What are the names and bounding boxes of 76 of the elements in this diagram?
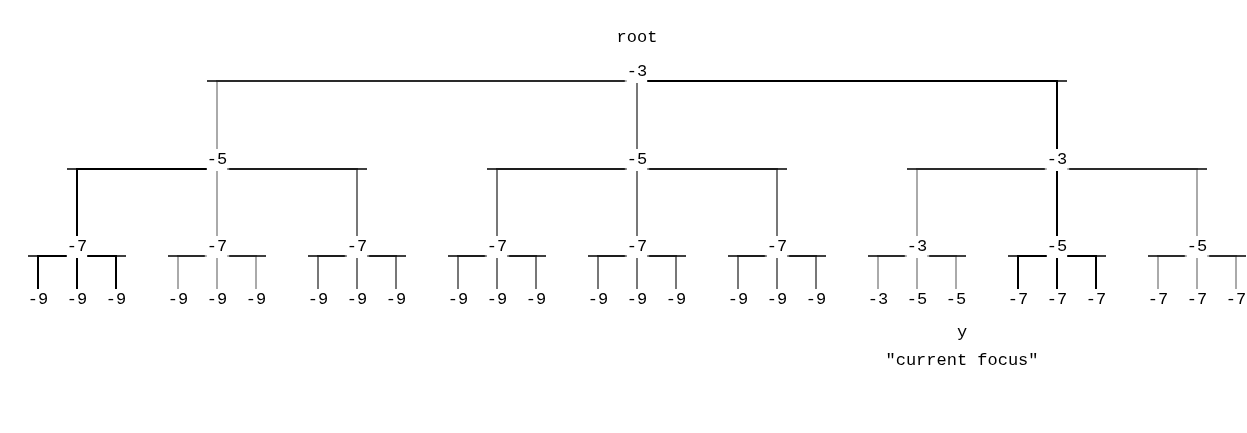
node-value: -7: [1225, 289, 1247, 311]
node-value: -5: [206, 149, 228, 171]
node-value: -9: [245, 289, 267, 311]
node-value: -9: [766, 289, 788, 311]
node-value: -7: [1007, 289, 1029, 311]
tree-branch: [1056, 257, 1058, 290]
node-value: -9: [307, 289, 329, 311]
node-value: -9: [525, 289, 547, 311]
node-value: -3: [906, 236, 928, 258]
node-value: -7: [1085, 289, 1107, 311]
tree-branch: [356, 257, 358, 290]
tree-branch: [636, 170, 638, 237]
tree-branch: [317, 255, 348, 290]
tree-branch: [76, 168, 208, 237]
variable-name: y: [956, 322, 968, 344]
tree-branch: [646, 255, 677, 290]
tree-branch: [366, 255, 397, 290]
node-value: -9: [66, 289, 88, 311]
node-value: -9: [167, 289, 189, 311]
node-value: -9: [206, 289, 228, 311]
node-value: -7: [66, 236, 88, 258]
node-value: -9: [665, 289, 687, 311]
tree-branch: [177, 255, 208, 290]
node-value: -7: [1186, 289, 1208, 311]
node-value: -7: [1046, 289, 1068, 311]
node-value: -5: [1186, 236, 1208, 258]
node-value: -9: [805, 289, 827, 311]
node-value: -7: [346, 236, 368, 258]
tree-branch: [76, 257, 78, 290]
tree-branch: [776, 257, 778, 290]
node-value: -3: [1046, 149, 1068, 171]
tree-branch: [457, 255, 488, 290]
tree-branch: [926, 255, 957, 290]
tree-branch: [506, 255, 537, 290]
node-value: -7: [486, 236, 508, 258]
node-value: -9: [105, 289, 127, 311]
node-value: -9: [727, 289, 749, 311]
tree-branch: [496, 257, 498, 290]
node-value: -7: [766, 236, 788, 258]
node-value: -5: [626, 149, 648, 171]
node-value: -9: [385, 289, 407, 311]
tree-branch: [636, 257, 638, 290]
node-value: -5: [1046, 236, 1068, 258]
node-value: -3: [867, 289, 889, 311]
tree-branch: [1196, 257, 1198, 290]
node-value: -7: [1147, 289, 1169, 311]
tree-branch: [86, 255, 117, 290]
node-value: -9: [587, 289, 609, 311]
tree-branch: [737, 255, 768, 290]
tree-branch: [1206, 255, 1237, 290]
tree-branch: [37, 255, 68, 290]
tree-branch: [916, 257, 918, 290]
node-value: -9: [447, 289, 469, 311]
tree-branch: [1056, 170, 1058, 237]
tree-branch: [1017, 255, 1048, 290]
node-value: -9: [346, 289, 368, 311]
tree-branch: [226, 255, 257, 290]
tree-branch: [216, 170, 218, 237]
tree-branch: [877, 255, 908, 290]
node-value: -7: [206, 236, 228, 258]
annotation: "current focus": [885, 350, 1039, 372]
node-value: -9: [626, 289, 648, 311]
node-value: -7: [626, 236, 648, 258]
node-value: -5: [906, 289, 928, 311]
node-heading: root: [616, 27, 658, 49]
node-value: -9: [27, 289, 49, 311]
tree-branch: [646, 80, 1058, 150]
tree-branch: [597, 255, 628, 290]
tree-branch: [1157, 255, 1188, 290]
node-value: -9: [486, 289, 508, 311]
node-value: -3: [626, 61, 648, 83]
tree-branch: [786, 255, 817, 290]
tree-branch: [636, 82, 638, 150]
tree-branch: [1066, 255, 1097, 290]
node-value: -5: [945, 289, 967, 311]
tree-branch: [216, 257, 218, 290]
